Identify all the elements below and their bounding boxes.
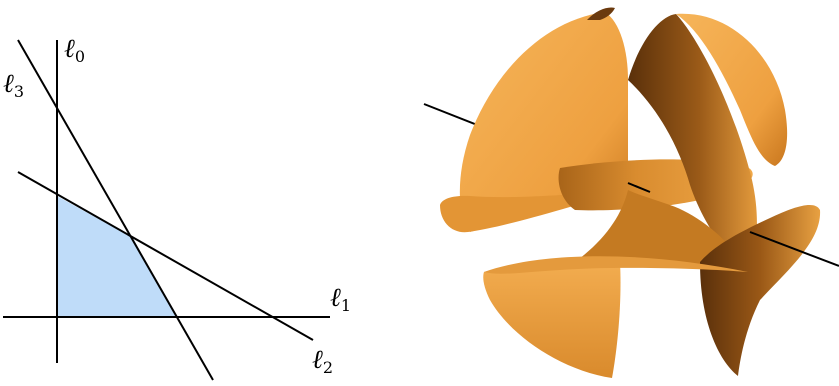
feasible-region <box>57 196 176 317</box>
surface-3d <box>423 7 839 378</box>
axis-line-right <box>749 231 839 267</box>
label-l0: ℓ0 <box>64 34 85 66</box>
label-l3: ℓ3 <box>3 69 24 101</box>
surface-petal-top-right <box>676 13 788 167</box>
line-l3 <box>17 39 214 381</box>
label-l2: ℓ2 <box>312 345 333 377</box>
surface-band-bottom <box>484 256 748 274</box>
line-arrangement <box>3 39 330 381</box>
surface-petal-bottom-left <box>483 260 621 378</box>
label-l1: ℓ1 <box>330 283 351 315</box>
surface-saddle-center <box>575 190 748 272</box>
line-l2 <box>17 171 314 341</box>
axis-line-front <box>627 182 651 193</box>
surface-twist-right <box>628 14 757 272</box>
surface-cap-top <box>587 7 615 20</box>
